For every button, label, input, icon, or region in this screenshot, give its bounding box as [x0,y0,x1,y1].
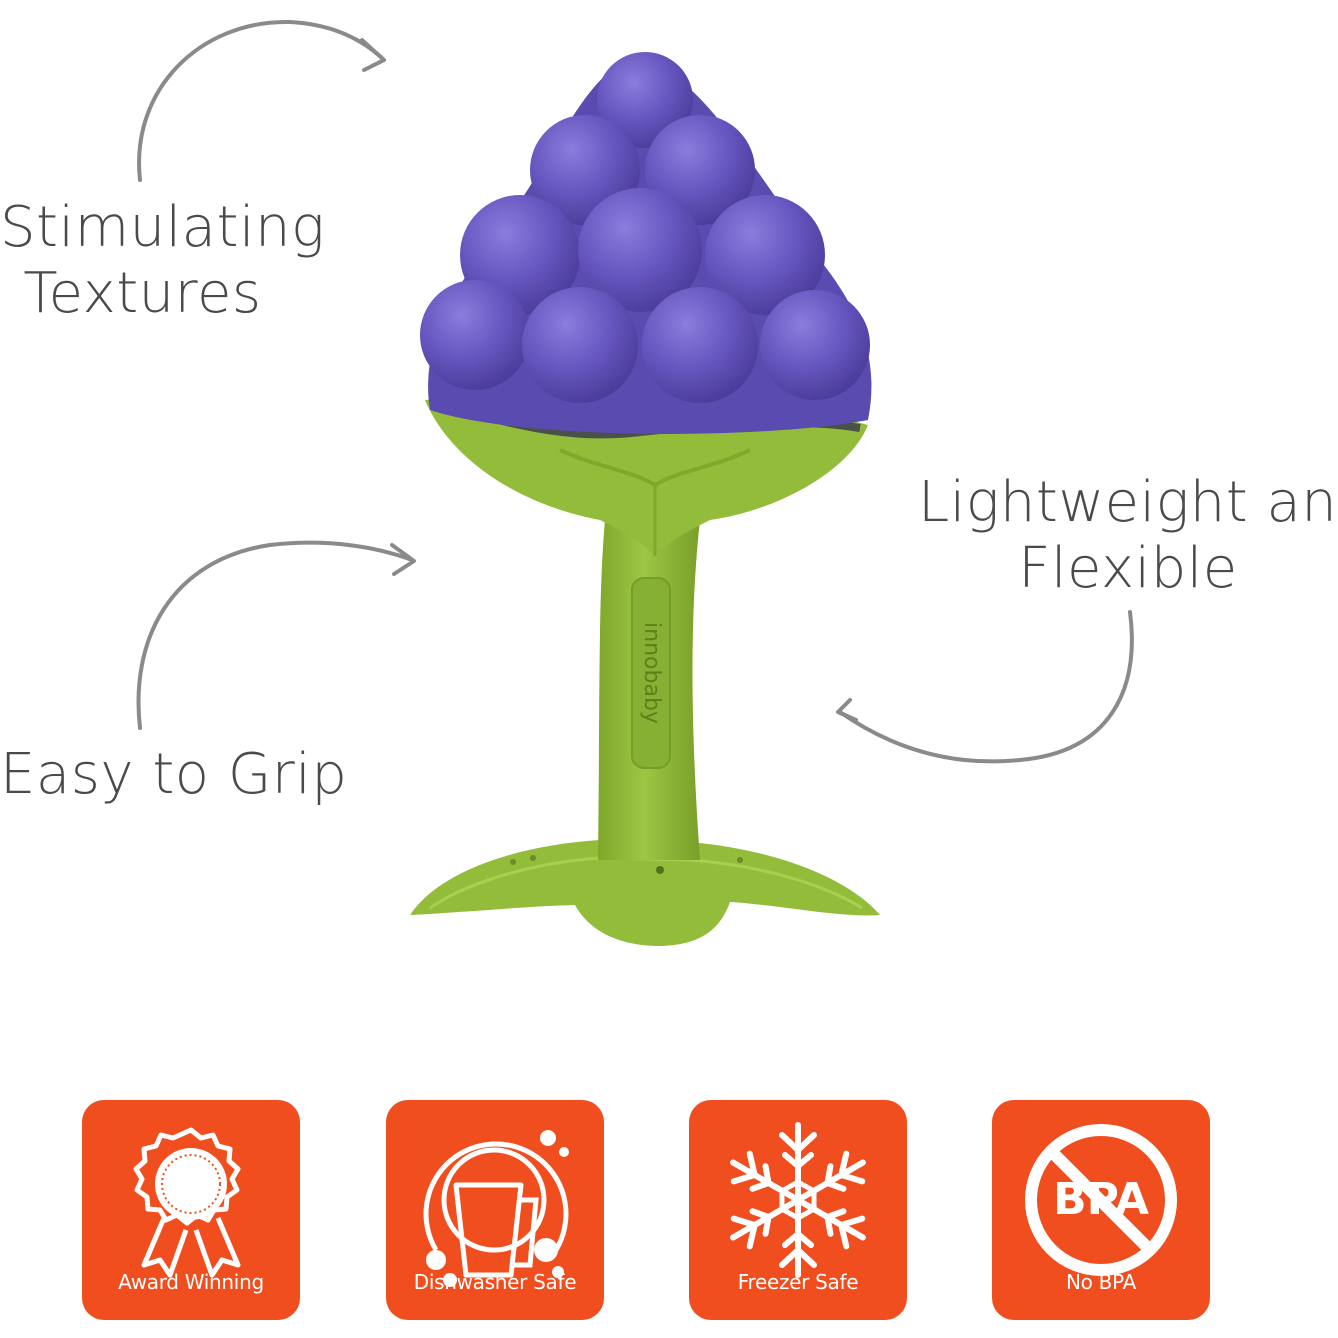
callout-grip-line1: Easy to Grip [0,742,348,807]
callout-lightweight-flexible: Lightweight and Flexible [918,470,1338,602]
brand-plate [631,577,671,769]
badge-label-no-bpa: No BPA [1066,1270,1136,1294]
callout-textures-line1: Stimulating [0,195,326,260]
callout-lightweight-line1: Lightweight and [918,470,1338,535]
base-hole [656,866,664,874]
arrow-grip [136,540,416,730]
dishwasher-icon [423,1130,569,1287]
badge-dishwasher-safe: Dishwasher Safe [386,1100,604,1320]
callout-textures-line2: Textures [23,261,262,326]
arrow-lightweight [836,610,1134,764]
callout-stimulating-textures: Stimulating Textures [0,195,326,327]
badge-no-bpa: BPA No BPA [992,1100,1210,1320]
badge-award-winning: Award Winning [82,1100,300,1320]
snowflake-icon [689,1122,907,1320]
badge-label-award: Award Winning [118,1270,264,1294]
teether-stem: innobaby [598,520,700,860]
arrow-textures [137,19,386,182]
callout-lightweight-line2: Flexible [1018,536,1238,601]
brand-imprint: innobaby [639,622,664,724]
grape-cluster [420,52,872,434]
badge-label-freezer: Freezer Safe [737,1270,859,1294]
award-ribbon-icon [133,1127,241,1278]
no-bpa-icon: BPA [1025,1124,1177,1276]
callout-easy-to-grip: Easy to Grip [0,742,347,808]
badge-freezer-safe: Freezer Safe [689,1100,907,1320]
badge-label-dishwasher: Dishwasher Safe [413,1270,577,1294]
